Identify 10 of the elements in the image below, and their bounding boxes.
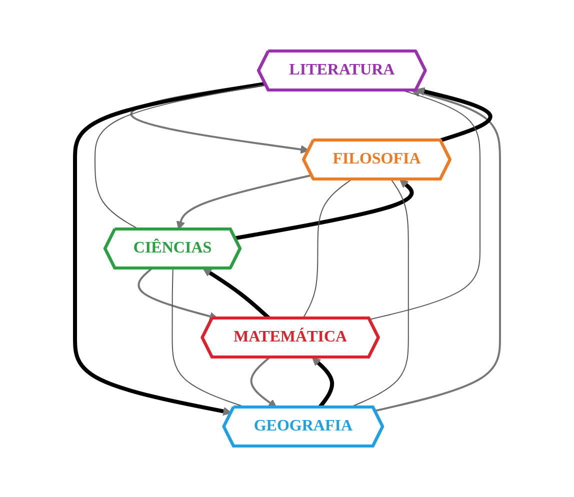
arrow — [130, 82, 309, 154]
arrow — [374, 88, 500, 412]
connector — [94, 84, 266, 230]
connector — [302, 179, 352, 319]
arrow — [250, 356, 276, 408]
arrow — [416, 87, 492, 142]
connector — [368, 90, 480, 320]
arrow — [176, 174, 312, 230]
arrow — [234, 179, 414, 240]
arrow — [72, 82, 266, 416]
